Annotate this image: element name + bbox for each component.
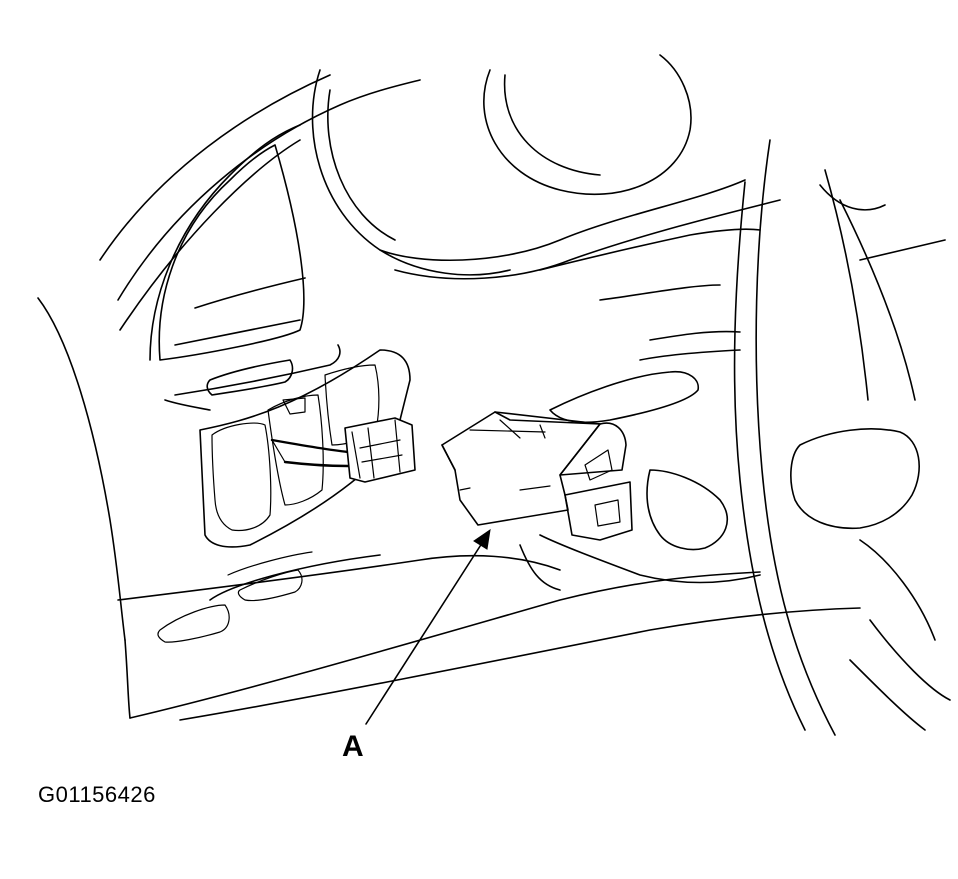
dashboard-outline [37,74,861,721]
steering-column [519,228,761,591]
wire-harness [270,438,350,468]
harness-connector [344,417,416,483]
steering-wheel [733,139,951,736]
air-vent [158,144,341,411]
callout-leader-arrow [365,528,491,725]
lower-trim [157,551,313,643]
switch-assembly [441,411,633,541]
figure-id: G01156426 [38,782,156,807]
switch-panel [199,349,411,548]
gauge-cluster [311,54,781,280]
callout-label: A [342,730,364,763]
